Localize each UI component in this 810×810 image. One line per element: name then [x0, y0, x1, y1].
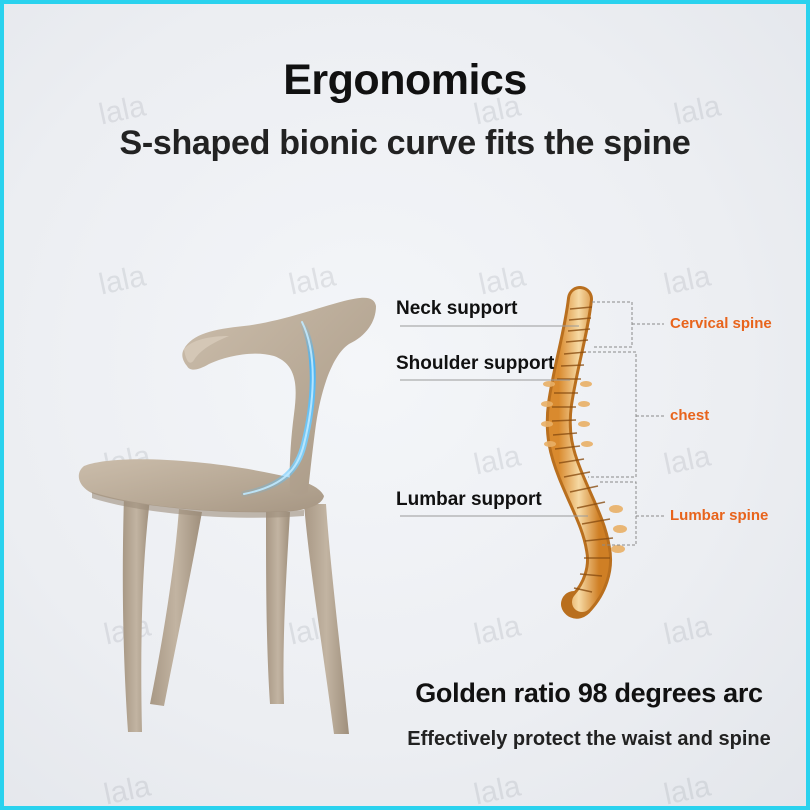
page-subtitle: S-shaped bionic curve fits the spine	[119, 124, 691, 162]
chair-seat	[78, 459, 324, 513]
chair-backrest	[182, 297, 376, 495]
chair-front-leg	[122, 496, 150, 732]
chair-back-leg	[266, 509, 290, 704]
tagline: Effectively protect the waist and spine	[407, 728, 771, 750]
chair-front-leg	[150, 509, 202, 706]
cervical-spine-label: Cervical spine	[670, 315, 772, 332]
shoulder-support-label: Shoulder support	[396, 353, 555, 374]
lumbar-support-label: Lumbar support	[396, 489, 542, 510]
spine-illustration	[541, 286, 627, 619]
chest-label: chest	[670, 407, 710, 424]
illustration	[78, 286, 664, 734]
headline: Golden ratio 98 degrees arc	[415, 678, 763, 708]
page-title: Ergonomics	[283, 56, 527, 104]
neck-support-label: Neck support	[396, 298, 518, 319]
lumbar-spine-label: Lumbar spine	[670, 507, 769, 524]
chair-back-leg	[304, 504, 349, 734]
